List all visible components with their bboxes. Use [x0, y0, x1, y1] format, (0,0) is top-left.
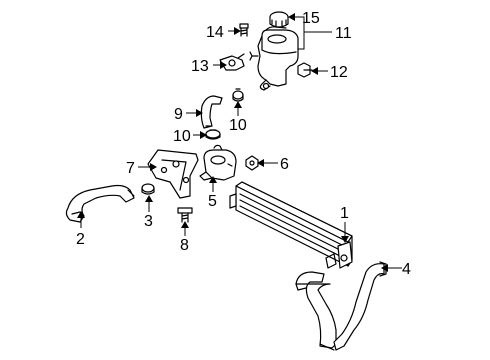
coolant-pump	[199, 144, 237, 181]
bolt-6	[245, 155, 259, 171]
callout-5: 5	[208, 193, 217, 210]
coolant-hose-lower	[65, 184, 135, 223]
callout-11: 11	[335, 25, 352, 42]
callout-12: 12	[330, 64, 348, 81]
callout-13: 13	[191, 58, 209, 75]
pump-bracket	[147, 149, 199, 199]
callout-14: 14	[206, 24, 224, 41]
callout-9: 9	[174, 106, 183, 123]
callout-6: 6	[280, 156, 289, 173]
callout-10-lower: 10	[173, 128, 191, 145]
heat-exchanger	[229, 181, 353, 269]
callout-10-upper: 10	[229, 117, 247, 134]
bracket-13	[219, 53, 245, 71]
coolant-hose-long	[295, 261, 387, 351]
hose-clamp-upper	[232, 88, 244, 102]
callout-labels: 1 2 3 4 5 6 7 8 9 10 10 11 12 13 14 15	[76, 10, 411, 278]
callout-2: 2	[76, 231, 85, 248]
bolt-14	[239, 23, 249, 37]
callout-15: 15	[302, 10, 320, 27]
reservoir-cap	[269, 11, 289, 28]
callout-4: 4	[402, 261, 411, 278]
callout-8: 8	[180, 237, 189, 254]
coolant-reservoir	[249, 26, 299, 91]
callout-3: 3	[144, 213, 153, 230]
hose-clamp-3	[141, 183, 155, 195]
hose-clamp-lower	[205, 129, 221, 140]
bolt-12	[297, 62, 313, 78]
callout-1: 1	[340, 205, 349, 222]
leader-lines	[77, 13, 402, 272]
coolant-hose-small	[200, 95, 223, 129]
callout-7: 7	[126, 160, 135, 177]
bolt-8	[177, 207, 193, 223]
